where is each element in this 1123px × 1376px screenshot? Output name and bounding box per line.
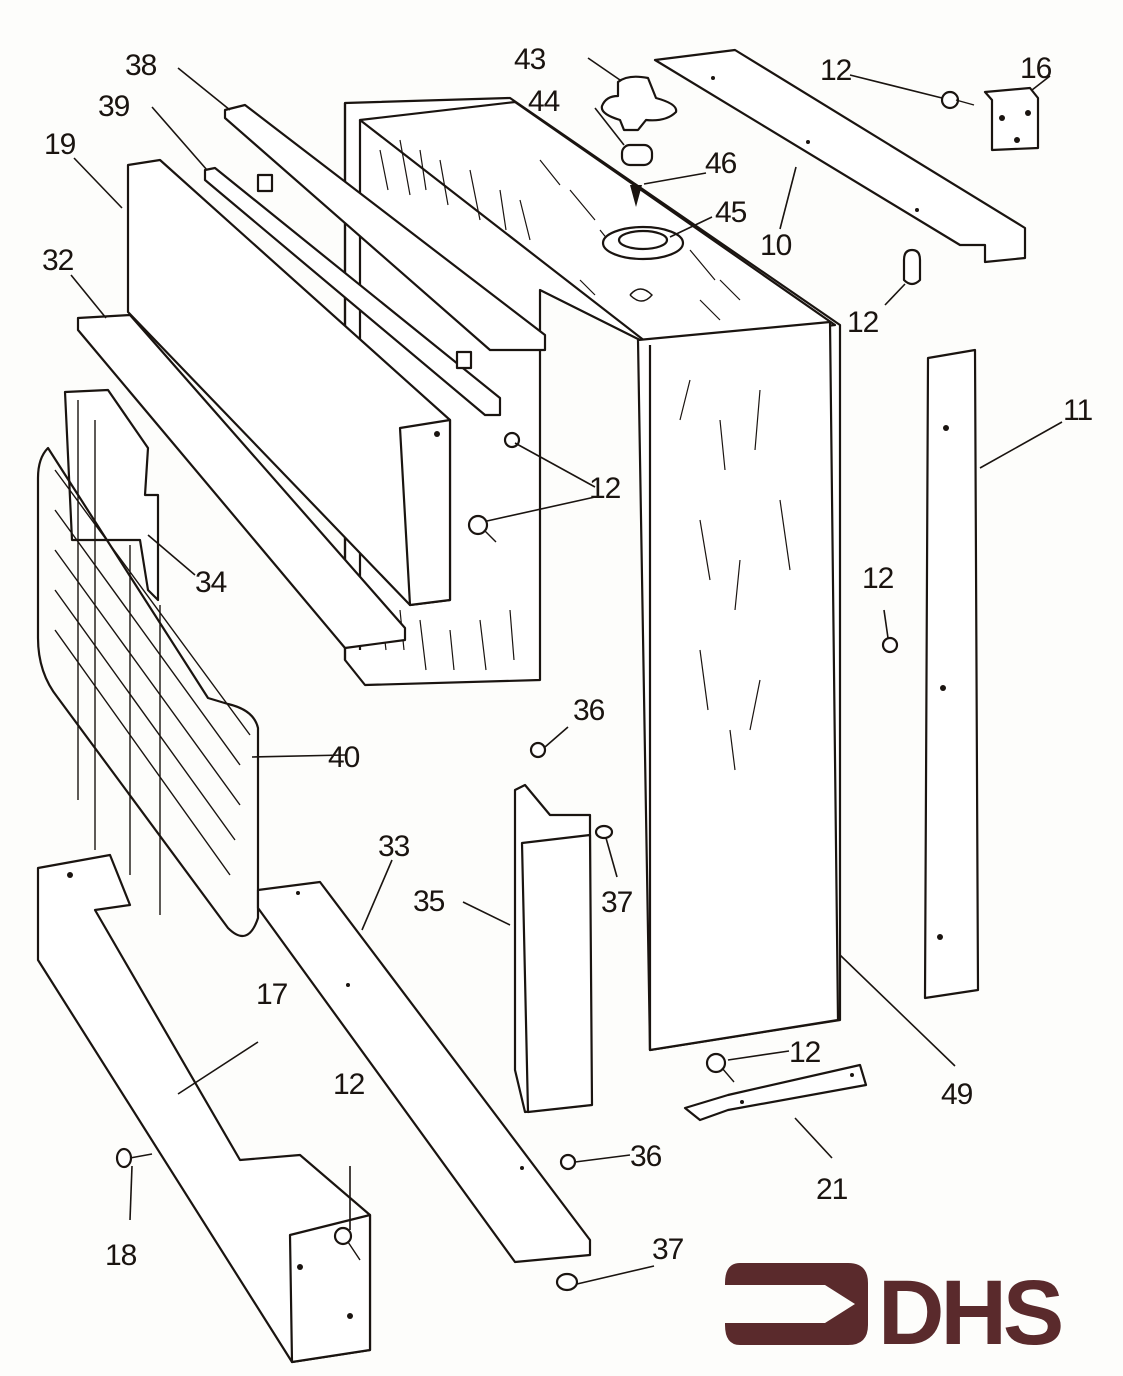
channel — [76, 313, 407, 650]
callout-35: 35 — [413, 885, 445, 918]
leg — [513, 783, 594, 1114]
callout-12-right: 12 — [862, 562, 894, 595]
screw-12-base — [333, 1226, 361, 1261]
callout-12-bottom: 12 — [789, 1036, 821, 1069]
screw-12-top — [940, 90, 975, 110]
screw-12-body-b — [467, 514, 497, 543]
callout-12-base: 12 — [333, 1068, 365, 1101]
callout-40: 40 — [328, 741, 360, 774]
base-housing — [36, 853, 372, 1364]
callout-38: 38 — [125, 49, 157, 82]
screw-12-right — [881, 636, 899, 654]
logo-text: DHS — [878, 1262, 1061, 1364]
callout-36-bottom: 36 — [630, 1140, 662, 1173]
callout-37-top: 37 — [601, 886, 633, 919]
rails — [203, 103, 547, 417]
knob-assembly — [600, 75, 678, 207]
base-rail — [256, 880, 592, 1264]
wire-grille — [36, 400, 260, 938]
callout-45: 45 — [715, 196, 747, 229]
callout-12-body: 12 — [589, 472, 621, 505]
nut-37-bottom — [555, 1272, 579, 1292]
side-strip — [923, 348, 980, 1000]
callout-39: 39 — [98, 90, 130, 123]
front-panel — [126, 158, 452, 607]
hinge-bracket — [683, 1063, 868, 1122]
nut-37-top — [594, 824, 614, 840]
callout-labels: 38 39 19 32 43 44 46 45 10 12 16 12 11 1… — [42, 43, 1093, 1272]
callout-32: 32 — [42, 244, 74, 277]
callout-34: 34 — [195, 566, 227, 599]
callout-11: 11 — [1063, 394, 1092, 427]
callout-18: 18 — [105, 1239, 137, 1272]
callout-16: 16 — [1020, 52, 1052, 85]
screw-36-top — [529, 741, 547, 759]
leader-lines — [70, 57, 1063, 1285]
screw-18 — [115, 1147, 153, 1169]
screw-12-bottom — [705, 1052, 735, 1083]
screw-36-bottom — [559, 1153, 577, 1171]
callout-49: 49 — [941, 1078, 973, 1111]
callout-17: 17 — [256, 978, 288, 1011]
logo-arrow-icon — [725, 1263, 868, 1345]
callout-37-bottom: 37 — [652, 1233, 684, 1266]
callout-36-top: 36 — [573, 694, 605, 727]
callout-19: 19 — [44, 128, 76, 161]
callout-10: 10 — [760, 229, 792, 262]
callout-46: 46 — [705, 147, 737, 180]
top-trim-panel — [653, 48, 1027, 264]
callout-12-mid: 12 — [847, 306, 879, 339]
callout-33: 33 — [378, 830, 410, 863]
callout-43: 43 — [514, 43, 546, 76]
screw-12-mid — [902, 248, 922, 286]
callout-21: 21 — [816, 1173, 848, 1206]
dhs-logo: DHS — [725, 1262, 1065, 1364]
fasteners — [115, 90, 975, 1292]
callout-44: 44 — [528, 85, 560, 118]
corner-bracket — [983, 86, 1040, 152]
callout-12-top: 12 — [820, 54, 852, 87]
